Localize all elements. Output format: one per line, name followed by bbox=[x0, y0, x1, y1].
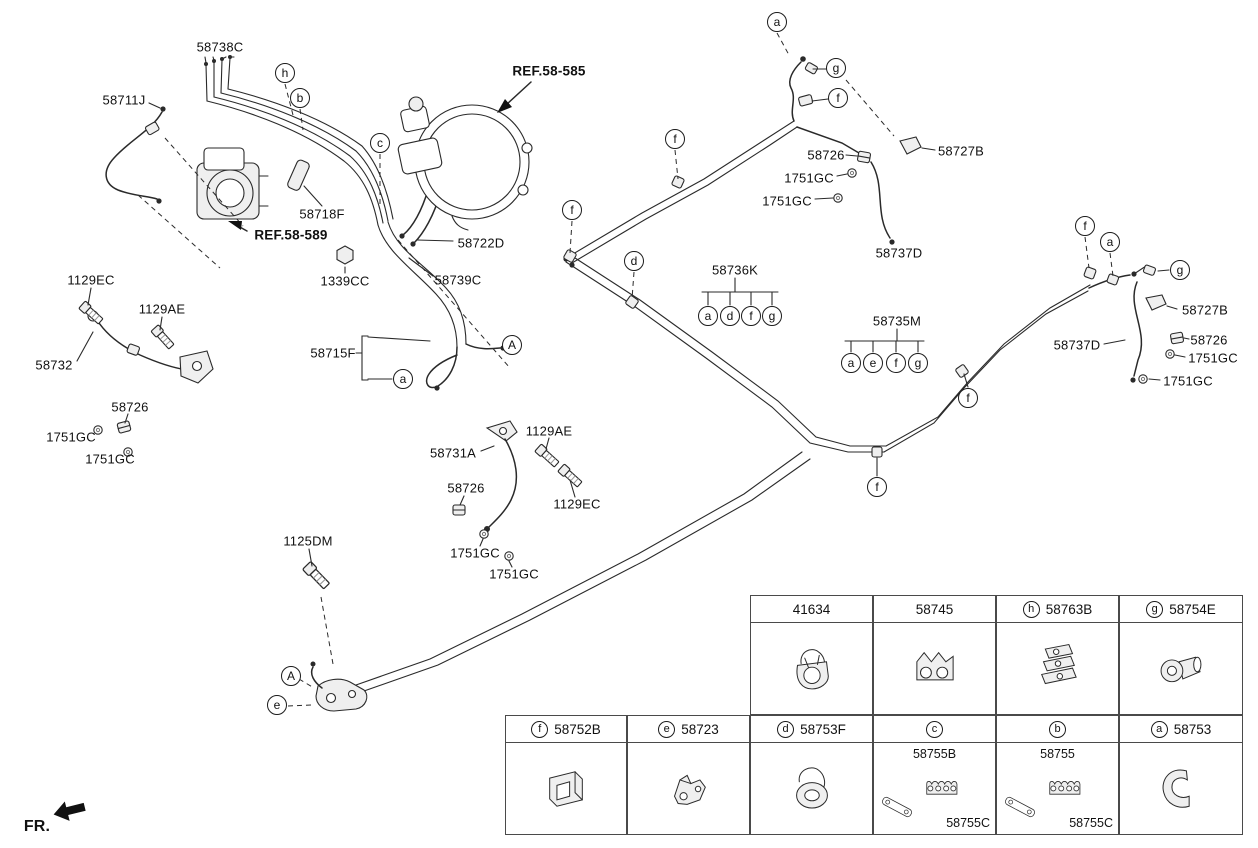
legend-cell-b: b 58755 58755C bbox=[996, 715, 1119, 835]
legend-cell-header: c bbox=[874, 716, 995, 743]
legend-cell-58745: 58745 bbox=[873, 595, 996, 715]
legend-cell-body: 58755 58755C bbox=[997, 743, 1118, 834]
legend-cell-58763B: h 58763B bbox=[996, 595, 1119, 715]
callout-c: c bbox=[926, 720, 943, 738]
part-icons bbox=[78, 136, 1185, 591]
fr-arrow-icon bbox=[53, 801, 86, 821]
legend-cell-body: 58755B 58755C bbox=[874, 743, 995, 834]
legend-cell-body bbox=[874, 623, 995, 714]
brake-booster-icon bbox=[397, 96, 533, 231]
callout-g: g bbox=[1146, 600, 1164, 618]
icon-41634 bbox=[783, 640, 841, 698]
part-number: 58755B bbox=[912, 747, 957, 761]
part-number: 58745 bbox=[915, 601, 954, 617]
icon-58763B bbox=[1029, 640, 1087, 698]
legend-cell-header: d 58753F bbox=[751, 716, 872, 743]
legend-cell-header: h 58763B bbox=[997, 596, 1118, 623]
part-number: 58755C bbox=[1069, 816, 1113, 830]
icon-58723 bbox=[660, 760, 718, 818]
legend-cell-58753: a 58753 bbox=[1119, 715, 1243, 835]
legend-cell-header: a 58753 bbox=[1120, 716, 1242, 743]
part-number: 58723 bbox=[681, 721, 719, 737]
part-number: 58763B bbox=[1045, 601, 1093, 617]
legend-cell-body bbox=[1120, 623, 1242, 714]
abs-module-icon bbox=[196, 147, 269, 220]
legend-cell-body bbox=[506, 743, 626, 834]
legend-cell-body bbox=[628, 743, 749, 834]
icon-ladder bbox=[1044, 764, 1090, 810]
legend-cell-header: 58745 bbox=[874, 596, 995, 623]
part-number: 58753F bbox=[800, 721, 846, 737]
legend-cell-header: 41634 bbox=[751, 596, 872, 623]
callout-e: e bbox=[658, 720, 676, 738]
icon-strip bbox=[876, 786, 918, 828]
legend-cell-header: e 58723 bbox=[628, 716, 749, 743]
icon-58752B bbox=[537, 760, 595, 818]
legend-cell-body bbox=[997, 623, 1118, 714]
part-number: 58755C bbox=[946, 816, 990, 830]
icon-58754E bbox=[1152, 640, 1210, 698]
legend-cell-58754E: g 58754E bbox=[1119, 595, 1243, 715]
legend-cell-body bbox=[751, 623, 872, 714]
icon-ladder bbox=[921, 764, 967, 810]
part-number: 58752B bbox=[554, 721, 601, 737]
legend-cell-58753F: d 58753F bbox=[750, 715, 873, 835]
icon-58753 bbox=[1152, 760, 1210, 818]
callout-d: d bbox=[777, 720, 795, 738]
callout-b: b bbox=[1049, 720, 1066, 738]
part-number: 41634 bbox=[792, 601, 831, 617]
icon-58745 bbox=[906, 640, 964, 698]
legend-cell-header: g 58754E bbox=[1120, 596, 1242, 623]
legend-cell-41634: 41634 bbox=[750, 595, 873, 715]
icon-strip bbox=[999, 786, 1041, 828]
callout-h: h bbox=[1022, 600, 1040, 618]
callout-f: f bbox=[531, 720, 549, 738]
icon-58753F bbox=[783, 760, 841, 818]
legend-cell-header: f 58752B bbox=[506, 716, 626, 743]
legend-cell-58752B: f 58752B bbox=[505, 715, 627, 835]
part-number: 58754E bbox=[1169, 601, 1216, 617]
part-number: 58755 bbox=[1040, 747, 1075, 761]
legend-cell-body bbox=[1120, 743, 1242, 834]
legend-cell-header: b bbox=[997, 716, 1118, 743]
legend-cell-body bbox=[751, 743, 872, 834]
part-number: 58753 bbox=[1173, 721, 1212, 737]
leader-lines bbox=[76, 32, 1190, 707]
callout-a: a bbox=[1150, 720, 1168, 738]
legend-cell-c: c 58755B 58755C bbox=[873, 715, 996, 835]
legend-cell-58723: e 58723 bbox=[627, 715, 750, 835]
